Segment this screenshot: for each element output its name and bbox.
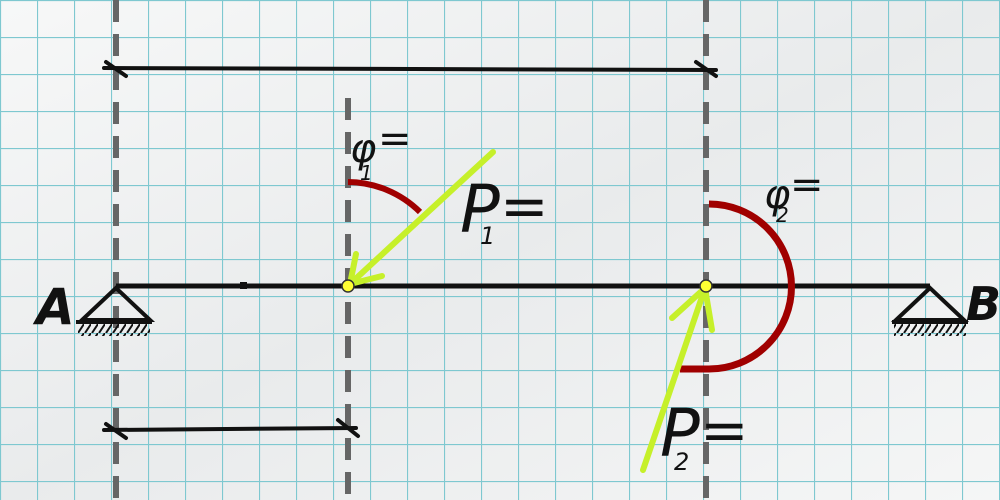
force-label-p1-symbol: P xyxy=(460,171,500,248)
force-label-p2: P 2 = xyxy=(660,395,749,476)
force-label-p1-equals: = xyxy=(500,172,549,240)
guide-lines xyxy=(113,0,709,500)
support-a-label: A xyxy=(32,278,75,336)
force-label-p2-symbol: P xyxy=(660,395,700,472)
support-b-hatching xyxy=(894,324,966,336)
support-b-label: B xyxy=(966,277,1000,331)
application-point-p2 xyxy=(699,279,713,293)
dimension-tick xyxy=(336,418,360,438)
dimension-lines xyxy=(102,60,718,440)
angle-label-phi2-symbol: φ xyxy=(764,172,790,218)
angle-arc-2 xyxy=(680,200,795,373)
support-b xyxy=(890,285,970,336)
force-arrow-p2-shaft xyxy=(640,285,708,473)
force-label-p2-subscript: 2 xyxy=(674,448,689,476)
beam-mark xyxy=(240,282,247,289)
dimension-tick xyxy=(104,422,128,440)
angle-label-phi1-equals: = xyxy=(378,116,412,162)
angle-label-phi2-subscript: 2 xyxy=(776,203,789,227)
force-arrow-p1-shaft xyxy=(347,149,496,287)
support-a-hatching xyxy=(78,324,150,336)
angle-label-phi1-symbol: φ xyxy=(350,126,376,172)
angle-label-phi1-subscript: 1 xyxy=(360,161,373,185)
angle-label-phi2-equals: = xyxy=(790,162,824,208)
angle-label-phi2: φ 2 = xyxy=(764,162,824,227)
angle-label-phi1: φ 1 = xyxy=(350,116,412,185)
dimension-tick xyxy=(104,60,128,78)
dimension-line-bottom xyxy=(102,426,358,432)
support-a xyxy=(76,285,156,336)
dimension-line-top xyxy=(102,66,718,72)
angle-arc-1 xyxy=(347,179,423,215)
application-point-p1 xyxy=(341,279,355,293)
force-label-p1: P 1 = xyxy=(460,171,549,250)
force-label-p1-subscript: 1 xyxy=(480,222,495,250)
dimension-tick xyxy=(694,60,718,78)
force-label-p2-equals: = xyxy=(700,396,749,464)
